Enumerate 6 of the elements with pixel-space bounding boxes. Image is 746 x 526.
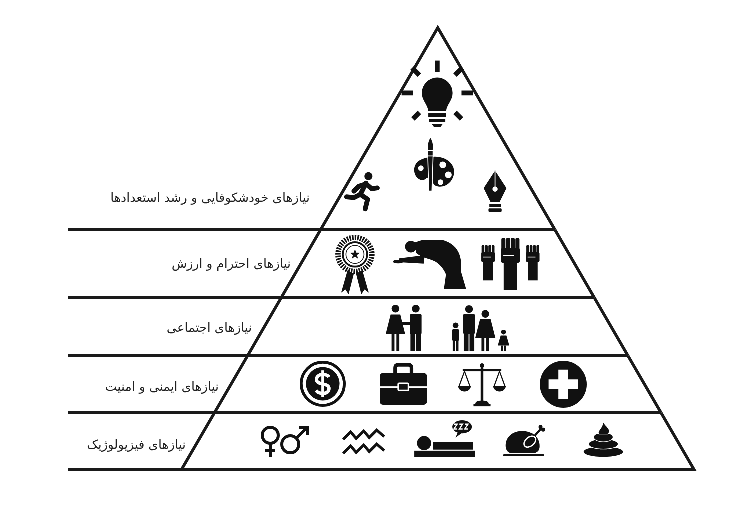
tier-label: نیازهای فیزیولوژیک — [87, 436, 186, 454]
tier-label: نیازهای خودشکوفایی و رشد استعدادها — [110, 189, 310, 207]
pyramid-tier — [66, 411, 700, 472]
tier-label: نیازهای احترام و ارزش — [172, 255, 291, 273]
tier-label: نیازهای اجتماعی — [166, 319, 252, 337]
tier-label: نیازهای ایمنی و امنیت — [105, 378, 219, 396]
